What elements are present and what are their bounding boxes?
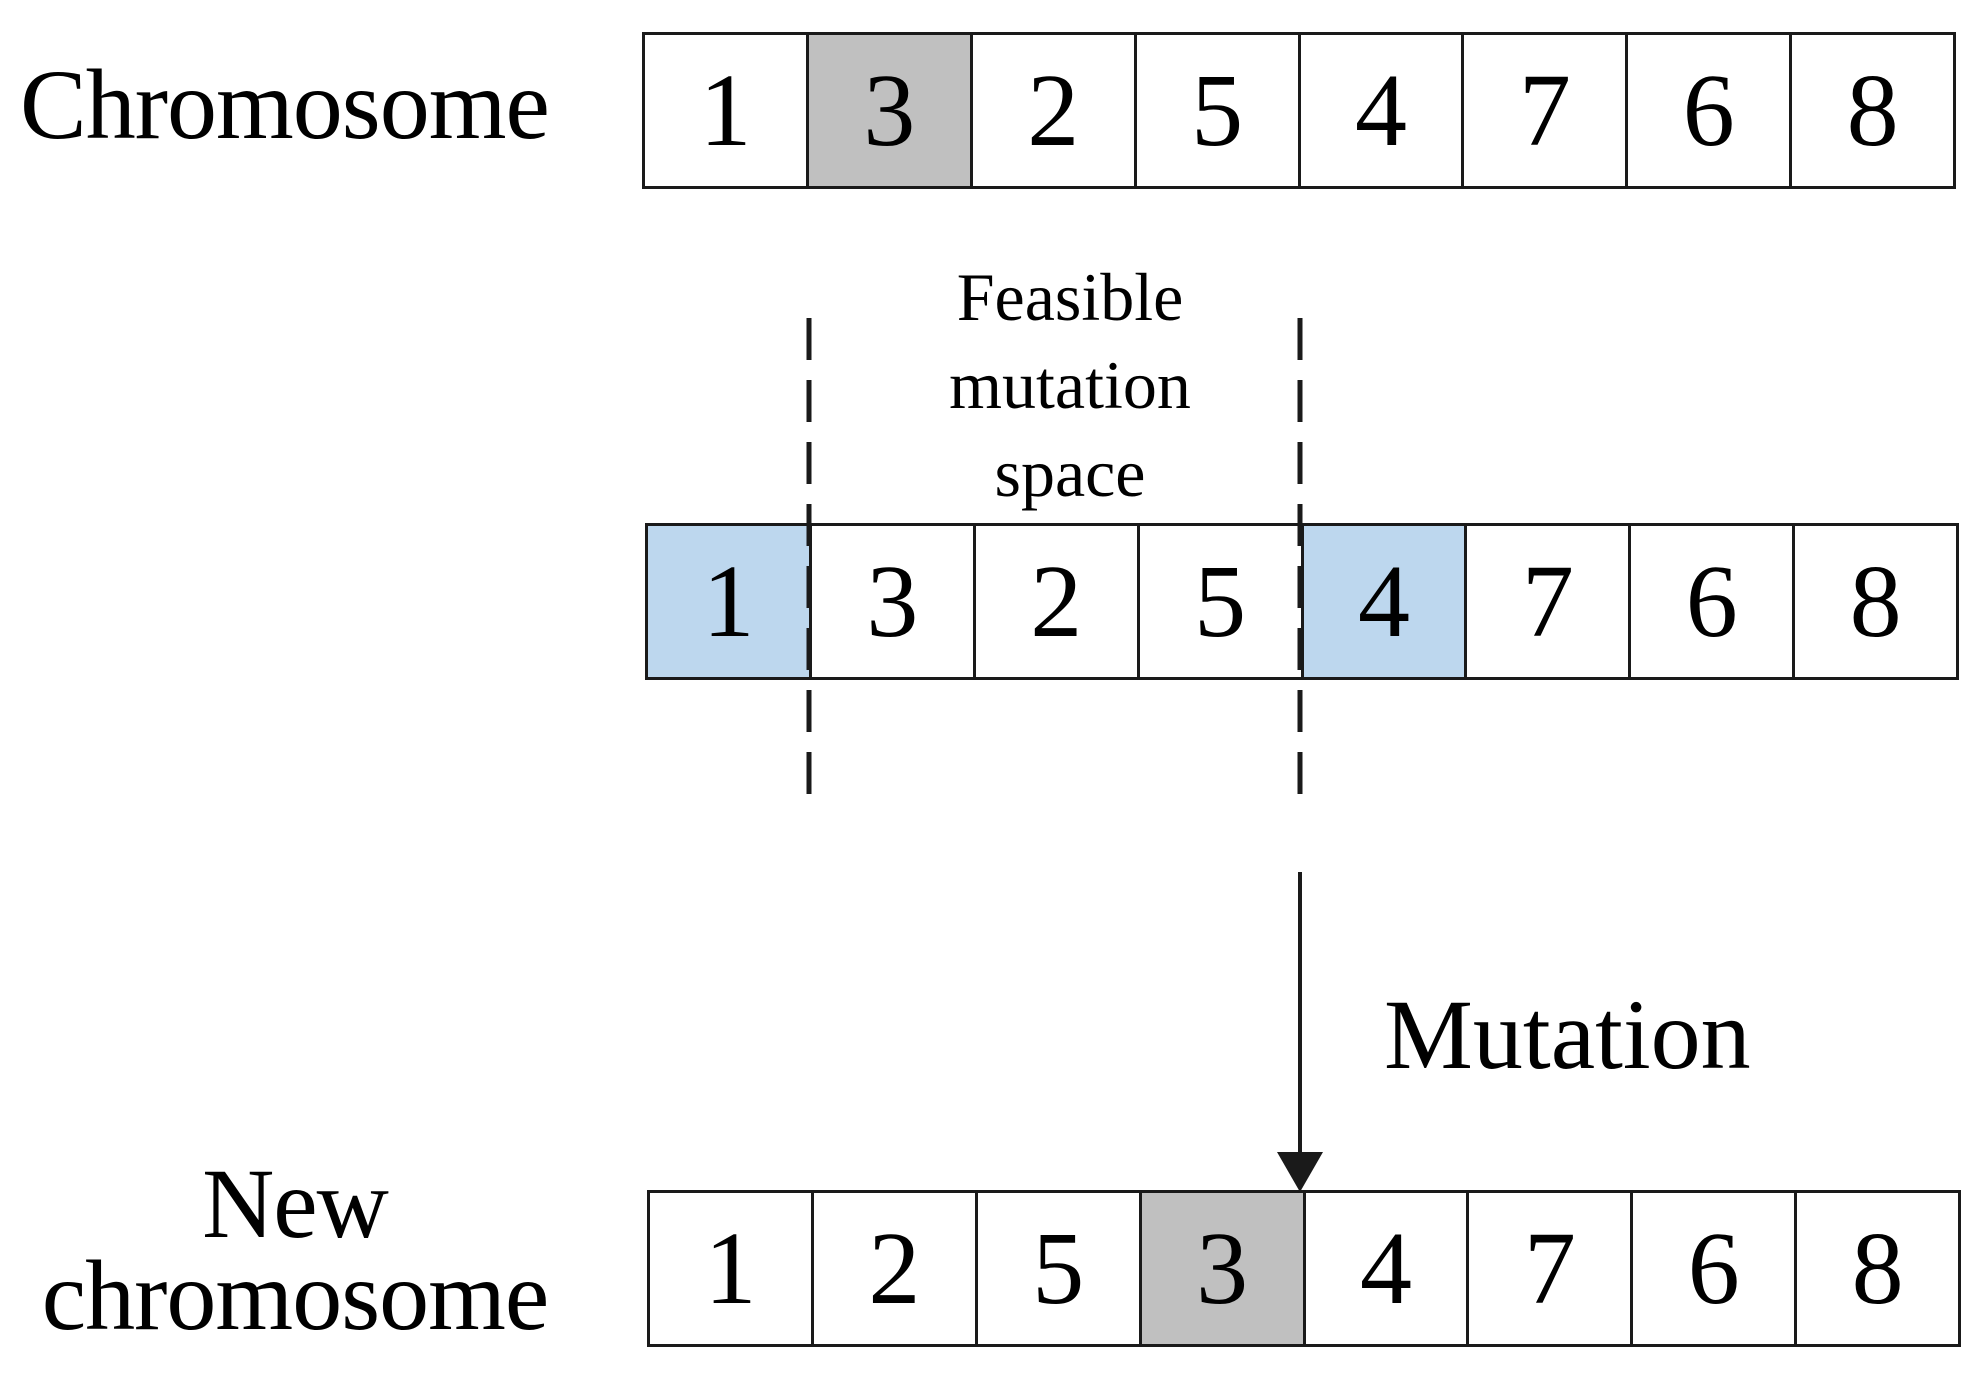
new-chromosome-row: 1 2 5 3 4 7 6 8 bbox=[647, 1190, 1961, 1347]
gene-cell: 8 bbox=[1797, 1193, 1958, 1344]
gene-cell-boundary: 4 bbox=[1303, 526, 1468, 677]
gene-cell: 7 bbox=[1469, 1193, 1634, 1344]
gene-cell: 8 bbox=[1792, 35, 1953, 186]
gene-cell: 6 bbox=[1631, 526, 1796, 677]
gene-cell-boundary: 1 bbox=[648, 526, 812, 677]
gene-cell: 2 bbox=[972, 35, 1137, 186]
gene-cell: 8 bbox=[1795, 526, 1956, 677]
feasible-label-line: space bbox=[994, 435, 1146, 511]
new-chromosome-label: New chromosome bbox=[0, 1148, 590, 1351]
new-chromosome-label-line: New bbox=[202, 1148, 389, 1259]
gene-cell: 5 bbox=[1139, 526, 1304, 677]
gene-cell: 1 bbox=[645, 35, 809, 186]
gene-cell: 4 bbox=[1305, 1193, 1470, 1344]
gene-cell: 7 bbox=[1464, 35, 1629, 186]
gene-cell-inserted: 3 bbox=[1141, 1193, 1306, 1344]
gene-cell: 3 bbox=[811, 526, 976, 677]
feasible-mutation-space-label: Feasible mutation space bbox=[880, 253, 1260, 517]
new-chromosome-label-line: chromosome bbox=[41, 1240, 550, 1351]
mutation-label: Mutation bbox=[1384, 979, 1751, 1090]
marked-chromosome-row: 1 3 2 5 4 7 6 8 bbox=[645, 523, 1959, 680]
mutation-arrow-head bbox=[1277, 1152, 1323, 1192]
gene-cell: 2 bbox=[975, 526, 1140, 677]
gene-cell: 2 bbox=[813, 1193, 978, 1344]
gene-cell: 5 bbox=[1136, 35, 1301, 186]
chromosome-label: Chromosome bbox=[20, 49, 550, 160]
gene-cell: 4 bbox=[1300, 35, 1465, 186]
chromosome-row: 1 3 2 5 4 7 6 8 bbox=[642, 32, 1956, 189]
gene-cell: 7 bbox=[1467, 526, 1632, 677]
gene-cell: 6 bbox=[1628, 35, 1793, 186]
feasible-label-line: mutation bbox=[949, 347, 1191, 423]
gene-cell-selected: 3 bbox=[808, 35, 973, 186]
gene-cell: 6 bbox=[1633, 1193, 1798, 1344]
gene-cell: 1 bbox=[650, 1193, 814, 1344]
gene-cell: 5 bbox=[977, 1193, 1142, 1344]
feasible-label-line: Feasible bbox=[956, 259, 1184, 335]
